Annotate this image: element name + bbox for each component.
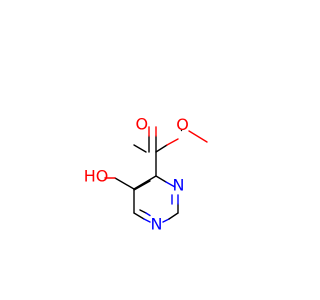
bond-c4-n3-a: [155, 175, 167, 183]
molecule-diagram: O O N N HO: [84, 115, 208, 234]
bond-n1-c2-b: [168, 212, 179, 220]
bond-o-methyl: [188, 130, 208, 143]
ring-nitrogen-bottom-label: N: [151, 215, 163, 234]
bond-c6-n1-b: [143, 218, 151, 223]
bond-ester-c-to-o: [155, 144, 168, 153]
bond-c6-n1-inner-a: [139, 209, 147, 214]
bonds: [104, 126, 208, 223]
bond-ester-o-side: [166, 138, 179, 146]
bond-c6-n1-a: [133, 212, 145, 220]
bond-c4-c5-ester: [133, 144, 147, 153]
bond-c4-c5-inner: [133, 180, 151, 191]
hydroxyl-label: HO: [84, 167, 109, 186]
ring-nitrogen-top-label: N: [173, 176, 185, 195]
bond-c4-n3-b: [165, 181, 176, 188]
carbonyl-oxygen-label: O: [136, 115, 149, 134]
bond-c5-oh-a: [114, 177, 135, 190]
bond-n1-c2-a: [162, 218, 170, 223]
bond-c6-n1-inner-b: [145, 212, 151, 217]
atom-labels: O O N N HO: [84, 115, 189, 234]
ester-oxygen-label: O: [176, 115, 189, 134]
bond-c4-c5b: [133, 175, 157, 190]
